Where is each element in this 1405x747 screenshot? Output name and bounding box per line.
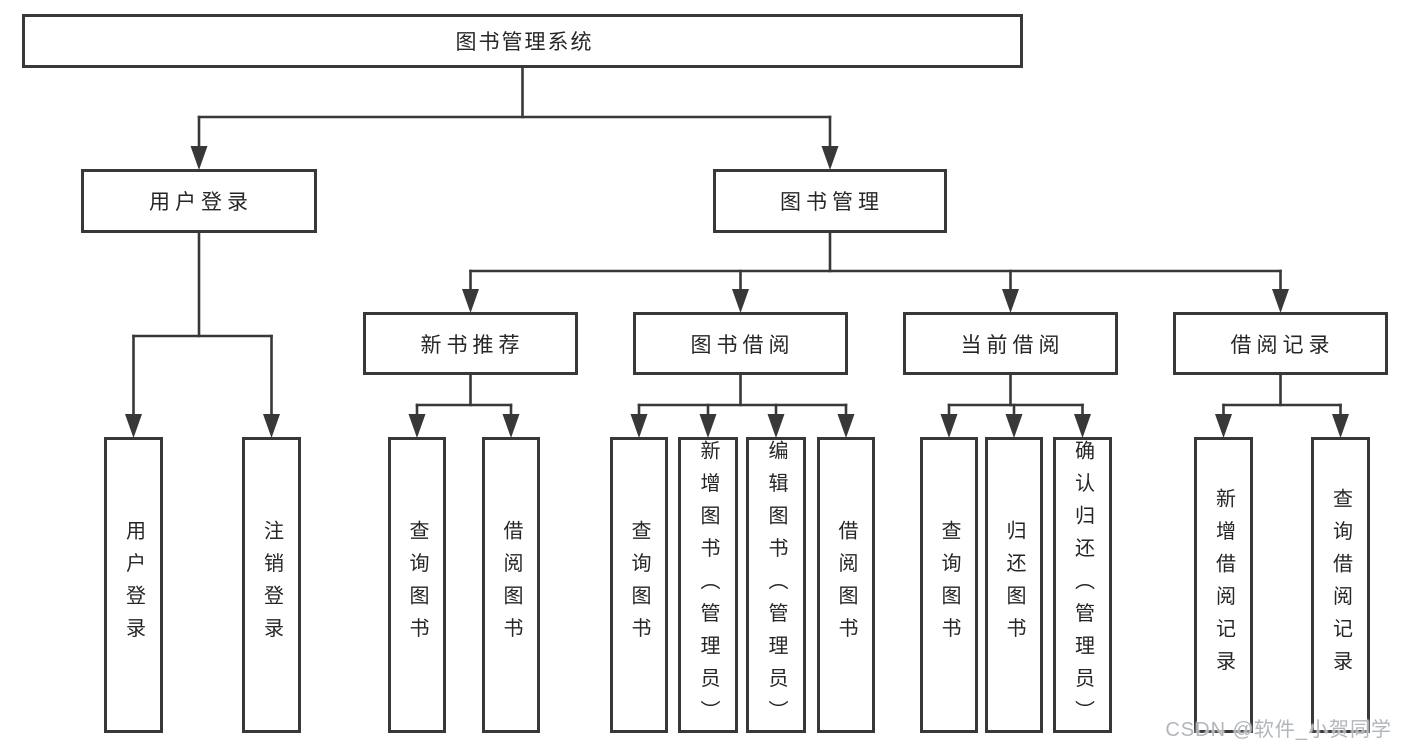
node-label: 用户登录 xyxy=(122,520,145,650)
node-add-borrow-record: 新增借阅记录 xyxy=(1194,437,1253,733)
node-label: 用户登录 xyxy=(149,191,253,214)
node-new-book-recommend: 新书推荐 xyxy=(363,312,578,375)
watermark: CSDN @软件_小贺同学 xyxy=(1165,719,1392,741)
node-add-books-admin: 新增图书（管理员） xyxy=(678,437,738,733)
node-current-borrowing: 当前借阅 xyxy=(903,312,1118,375)
node-borrow-books-recommend: 借阅图书 xyxy=(482,437,540,733)
node-query-borrow-record: 查询借阅记录 xyxy=(1311,437,1370,733)
node-label: 图书借阅 xyxy=(690,333,795,357)
node-label: 新增图书（管理员） xyxy=(697,440,719,733)
node-label: 图书管理 xyxy=(780,191,884,214)
node-confirm-return-admin: 确认归还（管理员） xyxy=(1053,437,1112,733)
node-label: 新增借阅记录 xyxy=(1212,487,1235,683)
node-label: 注销登录 xyxy=(260,520,283,650)
node-query-books-current: 查询图书 xyxy=(920,437,978,733)
node-label: 借阅记录 xyxy=(1230,333,1335,357)
node-user-login: 用户登录 xyxy=(81,169,317,233)
node-label: 当前借阅 xyxy=(960,333,1065,357)
node-query-books-borrowing: 查询图书 xyxy=(610,437,668,733)
node-borrow-books-borrowing: 借阅图书 xyxy=(817,437,875,733)
node-book-borrowing: 图书借阅 xyxy=(633,312,848,375)
node-label: 编辑图书（管理员） xyxy=(765,440,787,733)
node-user-login-action: 用户登录 xyxy=(104,437,163,733)
node-edit-books-admin: 编辑图书（管理员） xyxy=(746,437,806,733)
node-book-management: 图书管理 xyxy=(713,169,947,233)
node-borrowing-records: 借阅记录 xyxy=(1173,312,1388,375)
node-label: 图书管理系统 xyxy=(455,31,594,54)
node-label: 查询图书 xyxy=(406,520,428,650)
node-label: 借阅图书 xyxy=(835,520,857,650)
node-label: 新书推荐 xyxy=(420,333,525,357)
node-label: 归还图书 xyxy=(1003,520,1025,650)
node-system-root: 图书管理系统 xyxy=(22,14,1023,68)
node-query-books-recommend: 查询图书 xyxy=(388,437,446,733)
node-label: 查询借阅记录 xyxy=(1329,487,1352,683)
node-return-books: 归还图书 xyxy=(985,437,1043,733)
node-label: 借阅图书 xyxy=(500,520,522,650)
node-label: 查询图书 xyxy=(938,520,960,650)
node-label: 查询图书 xyxy=(628,520,650,650)
node-logout-action: 注销登录 xyxy=(242,437,301,733)
node-label: 确认归还（管理员） xyxy=(1071,440,1094,733)
